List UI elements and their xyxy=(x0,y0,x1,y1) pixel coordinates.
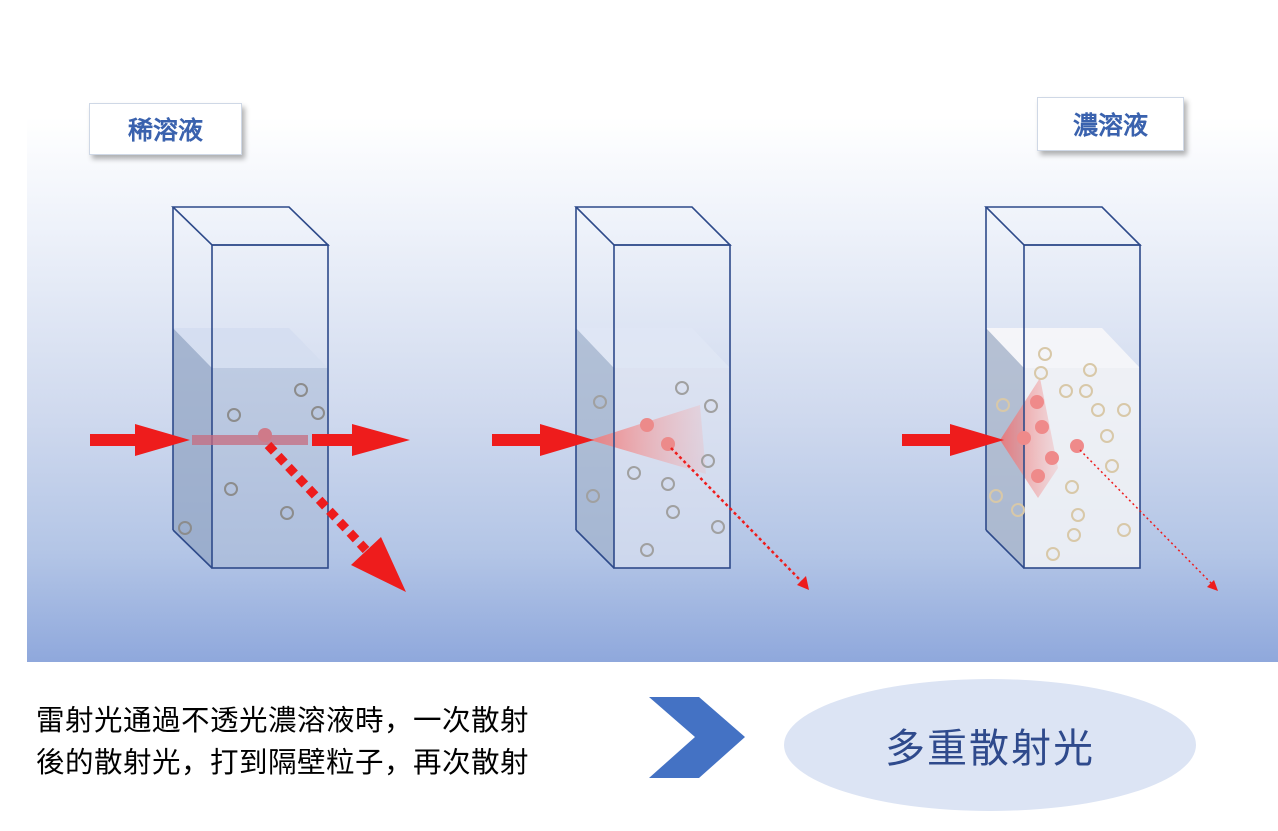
particles-concentrated xyxy=(989,347,1131,561)
liquid-side xyxy=(173,328,212,568)
scattered-arrowhead xyxy=(797,576,809,590)
particle xyxy=(1011,503,1025,517)
scattering-particle xyxy=(1070,439,1084,453)
particle xyxy=(1038,347,1052,361)
particle xyxy=(666,505,680,519)
particle xyxy=(227,408,241,422)
scattering-particle xyxy=(661,437,675,451)
particle xyxy=(711,520,725,534)
description-text: 雷射光通過不透光濃溶液時，一次散射 後的散射光，打到隔壁粒子，再次散射 xyxy=(36,700,656,784)
scattering-particle xyxy=(1035,420,1049,434)
particle xyxy=(701,454,715,468)
scattering-particle xyxy=(1031,469,1045,483)
dilute-solution-text: 稀溶液 xyxy=(127,116,203,145)
scatter-cone xyxy=(590,405,706,474)
particle xyxy=(640,543,654,557)
result-label: 多重散射光 xyxy=(885,726,1095,772)
particle xyxy=(294,383,308,397)
incident-laser-arrow xyxy=(902,424,1004,456)
cuvette-dilute xyxy=(171,206,330,569)
concentrated-solution-text: 濃溶液 xyxy=(1072,111,1148,140)
scattering-particle xyxy=(1030,395,1044,409)
particle xyxy=(1046,547,1060,561)
incident-laser-arrow xyxy=(492,424,594,456)
particle xyxy=(1083,363,1097,377)
beam-through-liquid xyxy=(192,435,308,445)
scattered-arrowhead xyxy=(351,537,406,592)
particle xyxy=(1065,480,1079,494)
particle xyxy=(704,399,718,413)
particle xyxy=(996,398,1010,412)
cuvette-concentrated xyxy=(984,206,1142,569)
particle xyxy=(1067,528,1081,542)
particle xyxy=(627,466,641,480)
description-line-1: 雷射光通過不透光濃溶液時，一次散射 xyxy=(36,704,530,737)
particle xyxy=(1079,384,1093,398)
laser-middle xyxy=(492,418,809,590)
liquid-front xyxy=(212,368,328,568)
particle xyxy=(1100,429,1114,443)
particle xyxy=(311,406,325,420)
dilute-solution-label: 稀溶液 xyxy=(89,103,242,155)
liquid-side xyxy=(576,328,614,568)
laser-dilute xyxy=(90,424,410,592)
particle xyxy=(1105,459,1119,473)
particle xyxy=(989,489,1003,503)
particle xyxy=(675,381,689,395)
particle xyxy=(1059,384,1073,398)
particle xyxy=(224,482,238,496)
chevron-arrow-icon xyxy=(649,697,745,778)
transmitted-laser-arrow xyxy=(312,424,410,456)
concentrated-solution-label: 濃溶液 xyxy=(1037,97,1184,151)
particle xyxy=(1117,523,1131,537)
description-line-2: 後的散射光，打到隔壁粒子，再次散射 xyxy=(36,746,530,779)
scattering-particle xyxy=(640,418,654,432)
incident-laser-arrow xyxy=(90,424,190,456)
particle xyxy=(1091,403,1105,417)
scattering-particle xyxy=(1017,431,1031,445)
scattered-beam-dotted xyxy=(670,447,804,584)
scattered-beam-dotted xyxy=(264,441,370,554)
cuvette-middle xyxy=(574,206,732,569)
particle xyxy=(586,489,600,503)
particles-dilute xyxy=(178,383,325,535)
laser-concentrated xyxy=(902,395,1218,591)
scattered-beam-dotted xyxy=(1079,449,1213,585)
result-ellipse: 多重散射光 xyxy=(784,679,1196,811)
scattered-arrowhead xyxy=(1207,580,1218,591)
particle xyxy=(280,506,294,520)
particle xyxy=(1034,366,1048,380)
particle xyxy=(1117,403,1131,417)
scattering-particle xyxy=(258,428,272,442)
particle xyxy=(178,521,192,535)
particle xyxy=(1071,508,1085,522)
particles-middle xyxy=(586,381,725,557)
particle xyxy=(593,395,607,409)
liquid-side xyxy=(986,328,1024,568)
particle xyxy=(661,477,675,491)
scattering-particle xyxy=(1045,451,1059,465)
